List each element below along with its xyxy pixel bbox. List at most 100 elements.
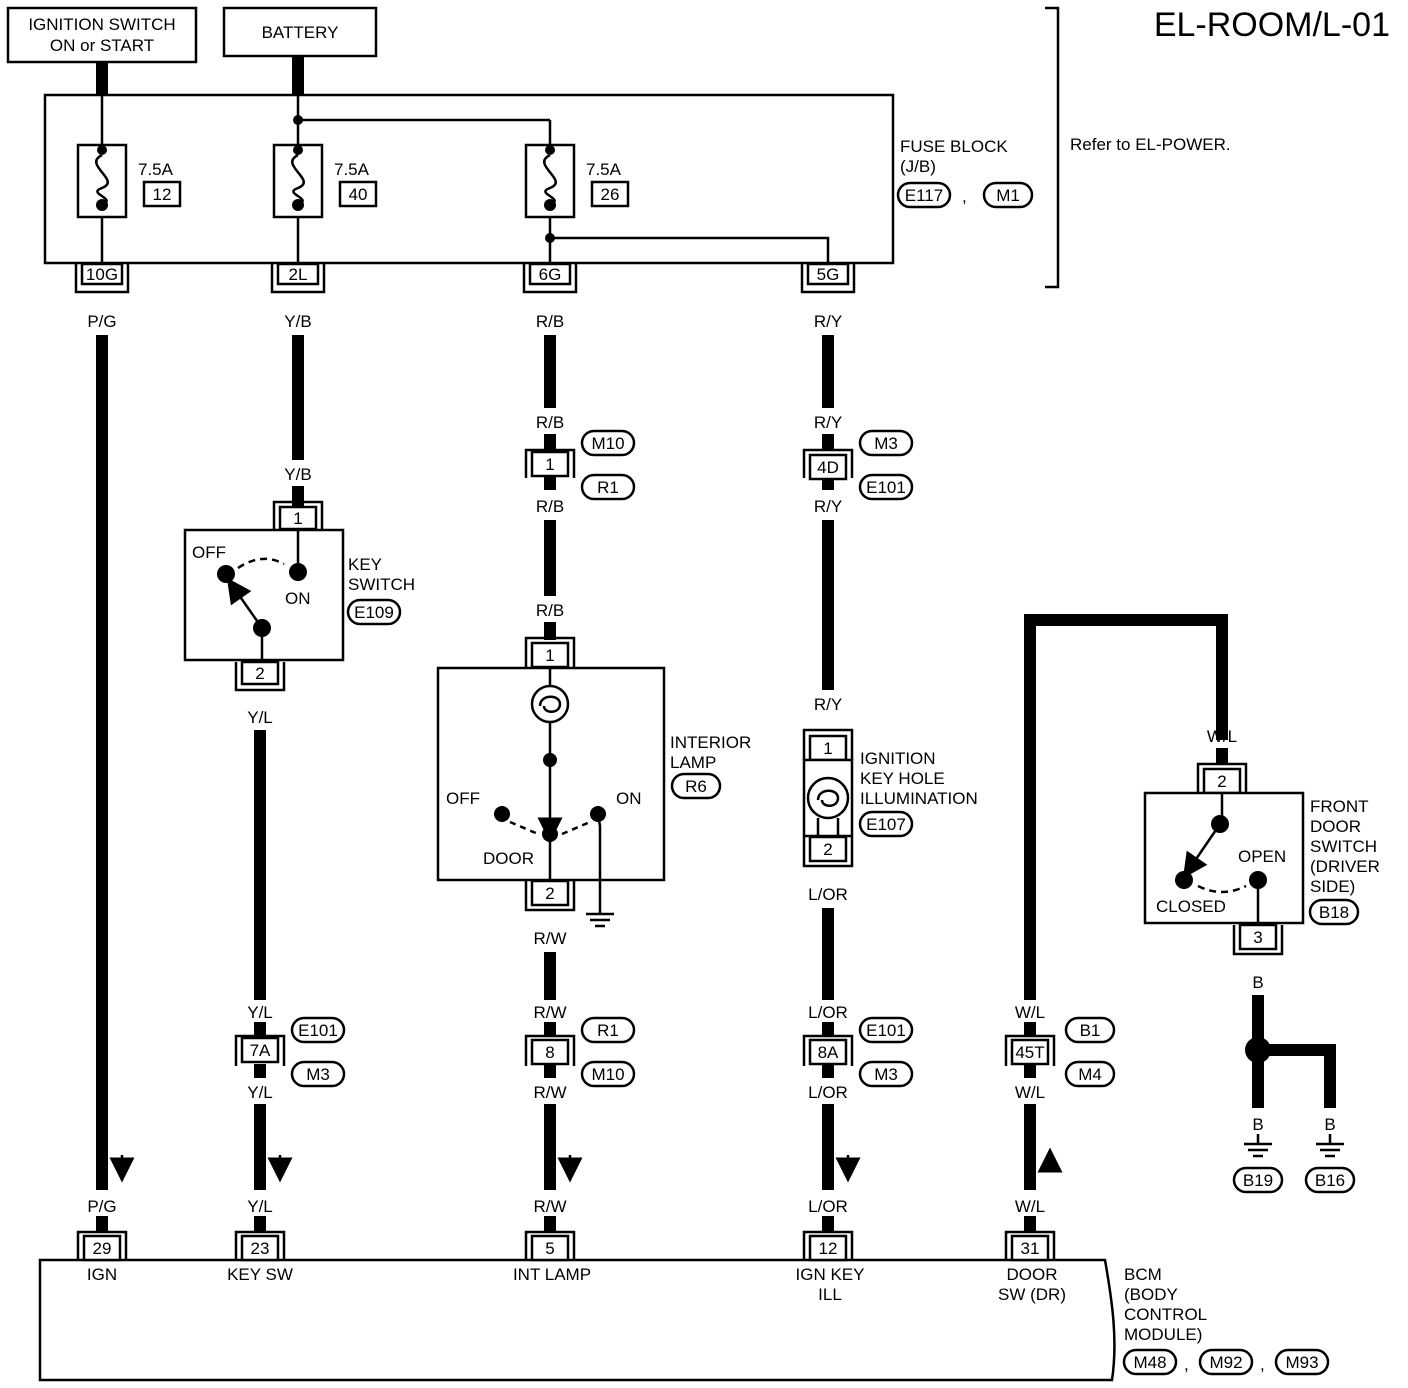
joint-8A-bottom: M3 bbox=[874, 1065, 898, 1084]
joint-4D bbox=[802, 434, 854, 490]
key-switch-box bbox=[183, 528, 345, 662]
lamp-off-contact bbox=[494, 806, 510, 822]
wire-rw-4: R/W bbox=[533, 1197, 566, 1216]
wire-lor-4: L/OR bbox=[808, 1197, 848, 1216]
wire-b-3: B bbox=[1324, 1115, 1335, 1134]
interior-lamp-pin-in bbox=[524, 622, 576, 669]
svg-text:,: , bbox=[962, 187, 967, 206]
wire-yb-mid: Y/B bbox=[284, 465, 311, 484]
terminal-5G bbox=[800, 262, 856, 294]
joint-8-top: R1 bbox=[597, 1021, 619, 1040]
door-switch-label-4: (DRIVER bbox=[1310, 857, 1380, 876]
bcm-pin-23-label: KEY SW bbox=[227, 1265, 293, 1284]
ground-b16: B16 bbox=[1315, 1171, 1345, 1190]
wire-lor-2: L/OR bbox=[808, 1003, 848, 1022]
ign-key-illum-conn: E107 bbox=[866, 815, 906, 834]
joint-45T bbox=[1004, 1022, 1056, 1078]
wire-ry-top: R/Y bbox=[814, 312, 842, 331]
interior-lamp-pin-1: 1 bbox=[545, 646, 554, 665]
ground-symbol-lamp bbox=[586, 912, 614, 928]
ign-key-illum-pin-1: 1 bbox=[823, 739, 832, 758]
wire-yl-1: Y/L bbox=[247, 708, 273, 727]
wire-rb-3: R/B bbox=[536, 497, 564, 516]
bcm-pin-5 bbox=[524, 1216, 576, 1262]
door-switch-lever bbox=[1182, 823, 1222, 879]
joint-8A bbox=[802, 1022, 854, 1078]
bcm-conn-1: M48 bbox=[1133, 1353, 1166, 1372]
wire-ry-2: R/Y bbox=[814, 413, 842, 432]
wire-lor-1: L/OR bbox=[808, 885, 848, 904]
bcm-box bbox=[38, 1258, 1116, 1382]
lamp-door-label: DOOR bbox=[483, 849, 534, 868]
bcm-pin-23 bbox=[234, 1216, 286, 1262]
wire-ry-3: R/Y bbox=[814, 497, 842, 516]
bcm-pin-23-num: 23 bbox=[251, 1239, 270, 1258]
bcm-pin-12-label-2: ILL bbox=[818, 1285, 842, 1304]
door-switch-label-3: SWITCH bbox=[1310, 837, 1377, 856]
terminal-10G bbox=[74, 262, 130, 294]
bcm-conn-3: M93 bbox=[1285, 1353, 1318, 1372]
joint-4D-bottom: E101 bbox=[866, 478, 906, 497]
joint-rb-pin: 1 bbox=[545, 455, 554, 474]
fuse-block-jb: (J/B) bbox=[900, 157, 936, 176]
key-switch-on-contact bbox=[289, 563, 307, 581]
fuse-block-conn-1: E117 bbox=[905, 186, 943, 205]
door-switch-closed-label: CLOSED bbox=[1156, 897, 1226, 916]
key-hole-bulb-icon bbox=[806, 776, 850, 820]
ign-key-illum-pin-2: 2 bbox=[823, 840, 832, 859]
bcm-pin-31-label: DOOR bbox=[1007, 1265, 1058, 1284]
joint-8A-pin: 8A bbox=[818, 1043, 839, 1062]
svg-text:,: , bbox=[1184, 1355, 1189, 1374]
bcm-pin-12-label: IGN KEY bbox=[796, 1265, 865, 1284]
ignition-label-1: IGNITION SWITCH bbox=[28, 15, 175, 34]
key-switch-on-label: ON bbox=[285, 589, 311, 608]
joint-4D-top: M3 bbox=[874, 434, 898, 453]
fuse-40-number: 40 bbox=[349, 185, 368, 204]
wire-pg-bottom: P/G bbox=[87, 1197, 116, 1216]
bcm-label-1: BCM bbox=[1124, 1265, 1162, 1284]
joint-7A bbox=[234, 1022, 286, 1078]
joint-4D-pin: 4D bbox=[817, 458, 839, 477]
fuse-40-amps: 7.5A bbox=[334, 160, 370, 179]
fuse-26-amps: 7.5A bbox=[586, 160, 622, 179]
key-switch-label-1: KEY bbox=[348, 555, 382, 574]
terminal-10G-label: 10G bbox=[86, 265, 118, 284]
fuse-26-number: 26 bbox=[601, 185, 620, 204]
ign-key-illum-pin-out bbox=[802, 835, 854, 868]
bcm-pin-31-label-2: SW (DR) bbox=[998, 1285, 1066, 1304]
terminal-2L-label: 2L bbox=[289, 265, 308, 284]
ign-key-illum-label-1: IGNITION bbox=[860, 749, 936, 768]
fuse-12-amps: 7.5A bbox=[138, 160, 174, 179]
terminal-2L bbox=[270, 262, 326, 294]
bcm-pin-5-num: 5 bbox=[545, 1239, 554, 1258]
key-switch-lever bbox=[226, 577, 264, 629]
door-switch-label-2: DOOR bbox=[1310, 817, 1361, 836]
joint-rb-bottom: R1 bbox=[597, 478, 619, 497]
lamp-off-label: OFF bbox=[446, 789, 480, 808]
door-switch-box bbox=[1143, 791, 1305, 925]
terminal-6G-label: 6G bbox=[539, 265, 562, 284]
wire-rb-4: R/B bbox=[536, 601, 564, 620]
key-switch-label-2: SWITCH bbox=[348, 575, 415, 594]
door-switch-label-5: SIDE) bbox=[1310, 877, 1355, 896]
bcm-pin-31-num: 31 bbox=[1021, 1239, 1040, 1258]
key-switch-off-label: OFF bbox=[192, 543, 226, 562]
ground-symbol-b19 bbox=[1244, 1134, 1272, 1158]
joint-8A-top: E101 bbox=[866, 1021, 906, 1040]
ground-symbol-b16 bbox=[1316, 1134, 1344, 1158]
terminal-5G-label: 5G bbox=[817, 265, 840, 284]
key-switch-pin-2: 2 bbox=[255, 664, 264, 683]
door-switch-label-1: FRONT bbox=[1310, 797, 1369, 816]
joint-45T-pin: 45T bbox=[1015, 1043, 1044, 1062]
wire-rb-2: R/B bbox=[536, 413, 564, 432]
wire-ry-4: R/Y bbox=[814, 695, 842, 714]
fuse-26 bbox=[524, 143, 830, 263]
bcm-pin-29-num: 29 bbox=[93, 1239, 112, 1258]
wire-yl-4: Y/L bbox=[247, 1197, 273, 1216]
bcm-pin-12 bbox=[802, 1216, 854, 1262]
joint-rb-top: M10 bbox=[591, 434, 624, 453]
fuse-block-box bbox=[43, 93, 895, 265]
wire-yl-3: Y/L bbox=[247, 1083, 273, 1102]
